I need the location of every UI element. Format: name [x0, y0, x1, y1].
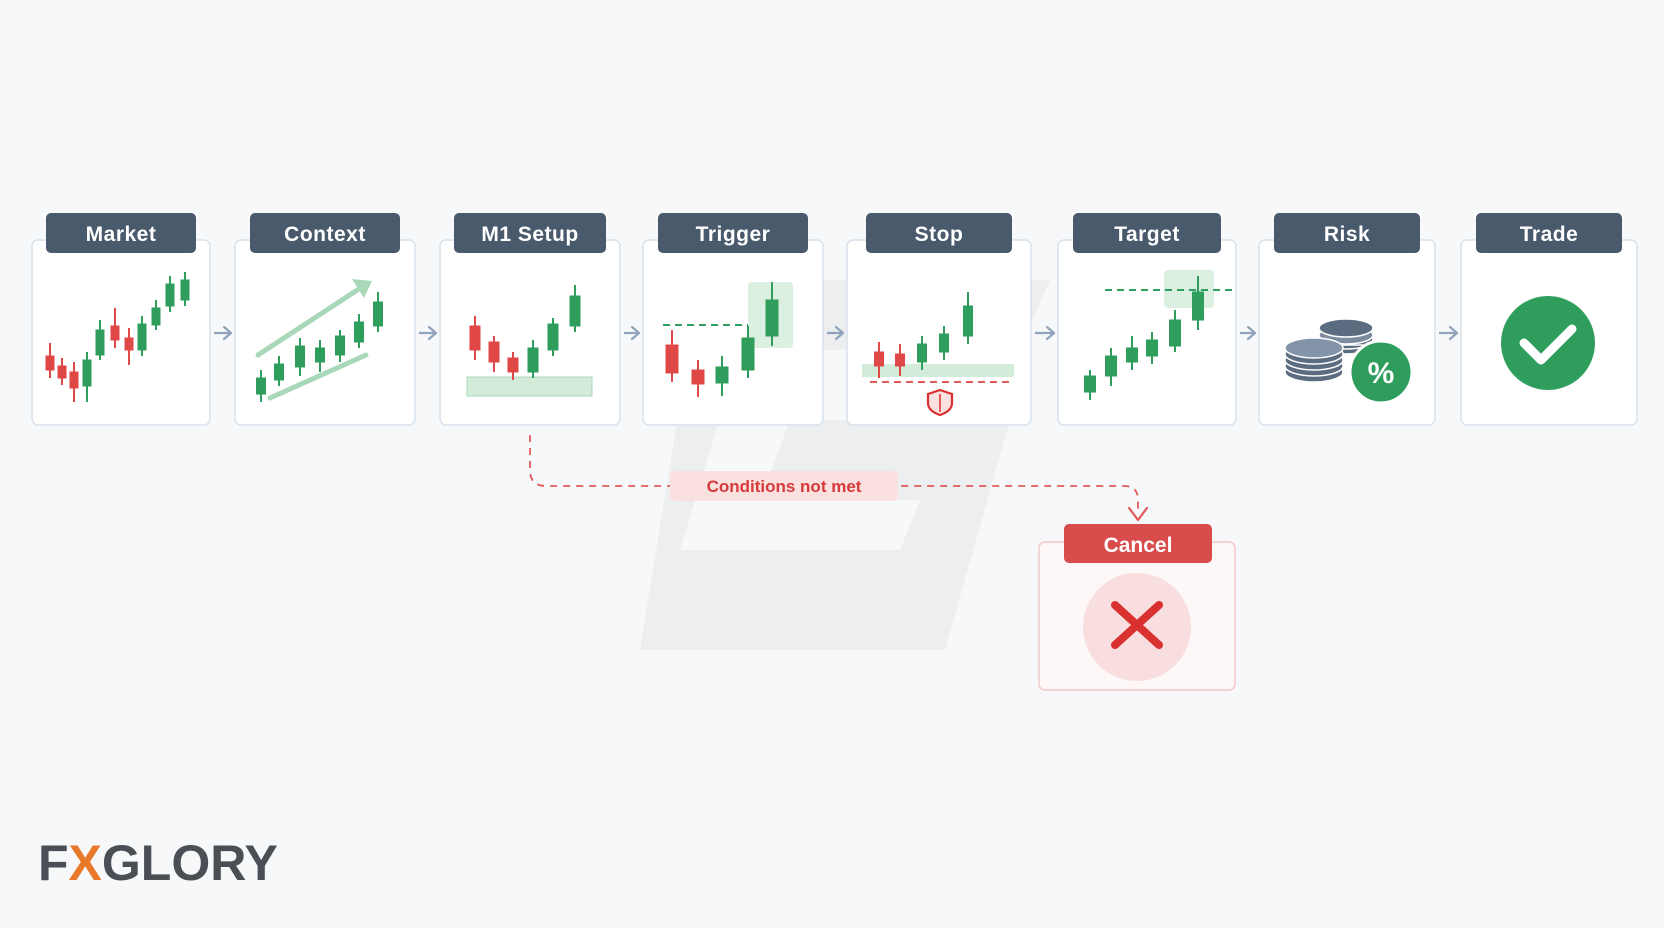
- step-label: Market: [86, 223, 157, 246]
- cancel-label: Cancel: [1104, 534, 1173, 557]
- bullish-candle: [939, 326, 949, 360]
- bearish-candle: [124, 328, 134, 365]
- bullish-candle: [82, 352, 92, 402]
- arrow-right-icon: [624, 325, 641, 341]
- step-tab-risk: [1274, 213, 1420, 253]
- trigger-chart-icon: [663, 282, 793, 397]
- bullish-candle: [963, 292, 973, 344]
- step-box-target: [1057, 239, 1237, 426]
- step-box-m1-setup: [439, 239, 621, 426]
- bearish-candle: [69, 362, 79, 402]
- arrow-down-icon: [1127, 506, 1149, 522]
- x-cross-icon: [1111, 601, 1163, 649]
- watermark-logo: [640, 280, 1050, 650]
- arrow-right-icon: [419, 325, 438, 341]
- bullish-candle: [569, 285, 581, 332]
- bearish-candle: [507, 352, 519, 380]
- conditions-branch-connector: [529, 435, 1149, 522]
- bullish-candle: [315, 340, 325, 372]
- step-label: Stop: [915, 223, 964, 246]
- bearish-candle: [45, 343, 55, 378]
- bullish-candle: [765, 282, 779, 346]
- check-circle-icon: [1501, 296, 1595, 390]
- bullish-candle: [1126, 336, 1138, 370]
- bullish-candle: [547, 318, 559, 356]
- bearish-candle: [488, 336, 500, 372]
- step-label: Risk: [1324, 223, 1370, 246]
- step-box-market: [31, 239, 211, 426]
- arrow-right-icon: [1439, 325, 1459, 341]
- svg-text:FXGLORY: FXGLORY: [38, 835, 278, 891]
- bullish-candle: [95, 320, 105, 360]
- bullish-candle: [295, 338, 305, 376]
- bullish-candle: [715, 356, 729, 396]
- cancel-box: Cancel: [1038, 524, 1236, 691]
- step-label: Target: [1114, 223, 1180, 246]
- bullish-candle: [917, 336, 927, 370]
- step-label-tabs: Market Context M1 Setup Trigger Stop Target Ri…: [46, 213, 1622, 253]
- bullish-candle: [1105, 348, 1117, 386]
- m1-setup-chart-icon: [466, 285, 593, 397]
- bullish-candle: [1192, 276, 1204, 330]
- bullish-candle: [1146, 332, 1158, 364]
- step-label: Context: [284, 223, 366, 246]
- step-tab-context: [250, 213, 400, 253]
- arrow-right-icon: [827, 325, 845, 341]
- bullish-candle: [1084, 370, 1096, 400]
- cancel-tab: [1064, 524, 1212, 563]
- fxglory-logo: FXGLORY: [38, 835, 278, 891]
- bullish-candle: [165, 276, 175, 312]
- bearish-candle: [57, 358, 67, 385]
- step-tab-trigger: [658, 213, 808, 253]
- context-chart-icon: [255, 279, 383, 402]
- bullish-candle: [1169, 310, 1181, 352]
- market-chart-icon: [45, 272, 190, 402]
- svg-text:%: %: [1368, 357, 1395, 390]
- step-label: Trigger: [696, 223, 771, 246]
- logo-x: X: [69, 835, 102, 891]
- bullish-candle: [274, 356, 284, 386]
- conditions-not-met-badge: Conditions not met: [670, 471, 898, 501]
- bullish-candle: [354, 314, 364, 348]
- conditions-not-met-label: Conditions not met: [707, 477, 862, 496]
- bullish-candle: [527, 340, 539, 378]
- arrow-right-icon: [1240, 325, 1257, 341]
- step-tab-trade: [1476, 213, 1622, 253]
- bullish-candle: [180, 272, 190, 306]
- target-chart-icon: [1084, 270, 1232, 400]
- support-zone: [466, 376, 593, 397]
- step-tab-target: [1073, 213, 1221, 253]
- bearish-candle: [665, 330, 679, 382]
- arrow-right-icon: [1035, 325, 1056, 341]
- logo-prefix: F: [38, 835, 69, 891]
- step-label: Trade: [1520, 223, 1579, 246]
- arrow-right-icon: [214, 325, 233, 341]
- bearish-candle: [874, 342, 884, 378]
- bearish-candle: [110, 308, 120, 348]
- bullish-candle: [741, 326, 755, 378]
- coins-percent-icon: %: [1284, 318, 1414, 405]
- step-tab-m1-setup: [454, 213, 606, 253]
- bullish-candle: [151, 300, 161, 330]
- step-tab-market: [46, 213, 196, 253]
- stop-chart-icon: [862, 292, 1014, 417]
- shield-icon: [926, 388, 954, 417]
- bullish-candle: [373, 292, 383, 332]
- step-box-trigger: [642, 239, 824, 426]
- flow-arrows: [214, 325, 1459, 341]
- bearish-candle: [895, 344, 905, 376]
- bullish-candle: [335, 330, 345, 362]
- logo-suffix: GLORY: [102, 835, 278, 891]
- bullish-candle: [137, 316, 147, 356]
- bearish-candle: [469, 316, 481, 360]
- bullish-candle: [256, 370, 266, 402]
- step-label: M1 Setup: [481, 223, 578, 246]
- step-tab-stop: [866, 213, 1012, 253]
- bearish-candle: [691, 360, 705, 397]
